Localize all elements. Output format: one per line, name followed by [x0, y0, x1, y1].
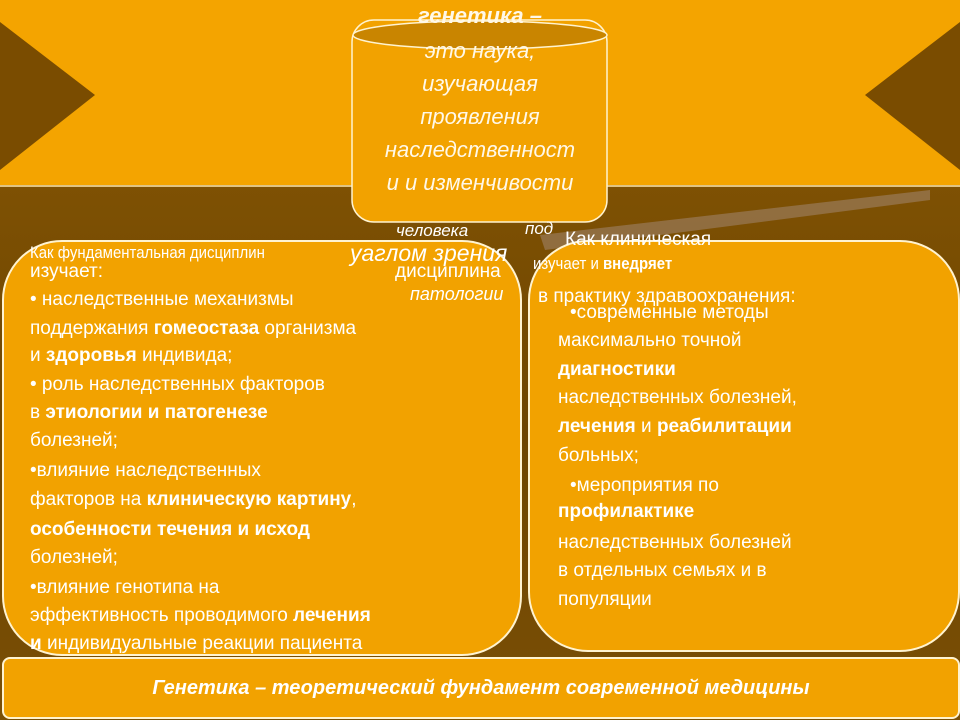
center-text-line: изучающая: [422, 71, 538, 96]
bold-text: лечения: [293, 605, 371, 626]
bold-text: реабилитации: [656, 416, 792, 437]
center-text-line: наследственност: [384, 137, 576, 162]
text: • роль наследственных факторов: [30, 374, 325, 395]
text: болезней;: [30, 547, 118, 568]
text: в отдельных семьях и в: [558, 560, 767, 581]
text: •современные методы: [570, 302, 769, 323]
left_panel-line: в этиологии и патогенезе: [30, 402, 268, 424]
right-notch: [865, 22, 960, 170]
left_panel-line: болезней;: [30, 430, 118, 452]
text: индивида;: [136, 345, 233, 366]
right_panel-line: максимально точной: [558, 330, 741, 352]
overlap-word: под: [525, 219, 554, 238]
text: наследственных болезней,: [558, 387, 797, 408]
text: и: [30, 345, 46, 366]
right_panel-line: в практику здравоохранения:: [538, 286, 796, 308]
text: индивидуальные реакции пациента: [41, 633, 363, 654]
ribbon-shadow: [540, 190, 930, 250]
left_panel-line: болезней;: [30, 547, 118, 569]
right_panel-line: профилактике: [558, 501, 694, 523]
overlap-word: патологии: [410, 284, 504, 304]
text: максимально точной: [558, 330, 742, 351]
text: •влияние наследственных: [30, 460, 261, 481]
bold-text: особенности течения и исход: [30, 519, 310, 540]
right_panel-line: •современные методы: [570, 302, 769, 324]
overlap-word: человека: [396, 221, 469, 240]
center-text-line: проявления: [420, 104, 540, 129]
left_panel-line: • наследственные механизмы: [30, 289, 294, 311]
text: организма: [259, 318, 357, 339]
text: изучает:: [30, 261, 103, 282]
left_panel-line: особенности течения и исход: [30, 519, 310, 541]
left_panel-line: факторов на клиническую картину,: [30, 489, 357, 511]
left-notch: [0, 22, 95, 170]
text: • наследственные механизмы: [30, 289, 294, 310]
left_panel-line: и здоровья индивида;: [30, 345, 232, 367]
right_panel-line: лечения и реабилитации: [558, 416, 792, 438]
left_panel-line: изучает:: [30, 261, 103, 283]
bold-text: внедряет: [602, 254, 673, 273]
text: в практику здравоохранения:: [538, 286, 796, 307]
text: ,: [351, 489, 357, 510]
center-text-line: и и изменчивости: [386, 170, 574, 195]
text: •влияние генотипа на: [30, 577, 220, 598]
text: и: [635, 416, 657, 437]
overlap-word: уаглом зрения: [350, 240, 508, 266]
footer-banner: Генетика – теоретический фундамент совре…: [2, 657, 960, 719]
text: •мероприятия по: [570, 475, 719, 496]
right_panel-line: в отдельных семьях и в: [558, 560, 767, 582]
scroll-box: [351, 19, 608, 223]
right_panel-line: наследственных болезней,: [558, 387, 797, 409]
text: больных;: [558, 445, 639, 466]
text: болезней;: [30, 430, 118, 451]
bold-text: здоровья: [45, 345, 137, 366]
text: Как фундаментальная дисциплин: [30, 243, 265, 262]
left_panel-line: и индивидуальные реакции пациента: [30, 633, 362, 655]
right_panel-line: изучает и внедряет: [533, 253, 672, 275]
center-title: генетика –: [418, 3, 542, 28]
text: популяции: [558, 589, 652, 610]
text: в: [30, 402, 46, 423]
bold-text: лечения: [558, 416, 636, 437]
bold-text: гомеостаза: [153, 318, 260, 339]
left_panel-line: • роль наследственных факторов: [30, 374, 325, 396]
text: изучает и: [533, 254, 603, 273]
right_panel-line: наследственных болезней: [558, 532, 792, 554]
right_panel-line: •мероприятия по: [570, 475, 719, 497]
text: наследственных болезней: [558, 532, 792, 553]
left_panel-line: эффективность проводимого лечения: [30, 605, 371, 627]
text: Как клиническая: [565, 229, 712, 250]
right_panel-line: диагностики: [558, 359, 676, 381]
left_panel-line: •влияние генотипа на: [30, 577, 219, 599]
left_panel-line: •влияние наследственных: [30, 460, 261, 482]
bold-text: профилактике: [558, 501, 695, 522]
right_panel-line: популяции: [558, 589, 652, 611]
bold-text: и: [30, 633, 42, 654]
right-panel: [528, 240, 960, 652]
overlap-word: дисциплина: [395, 261, 501, 282]
center-text-line: это наука,: [424, 38, 536, 63]
right_panel-line: больных;: [558, 445, 639, 467]
left-panel: [2, 240, 522, 656]
bold-text: этиологии и патогенезе: [45, 402, 268, 423]
left_panel-line: Как фундаментальная дисциплин: [30, 242, 265, 264]
text: эффективность проводимого: [30, 605, 294, 626]
text: факторов на: [30, 489, 147, 510]
bold-text: диагностики: [558, 359, 676, 380]
right_panel-line: Как клиническая: [565, 229, 711, 251]
text: поддержания: [30, 318, 154, 339]
left_panel-line: поддержания гомеостаза организма: [30, 318, 356, 340]
bold-text: клиническую картину: [146, 489, 352, 510]
